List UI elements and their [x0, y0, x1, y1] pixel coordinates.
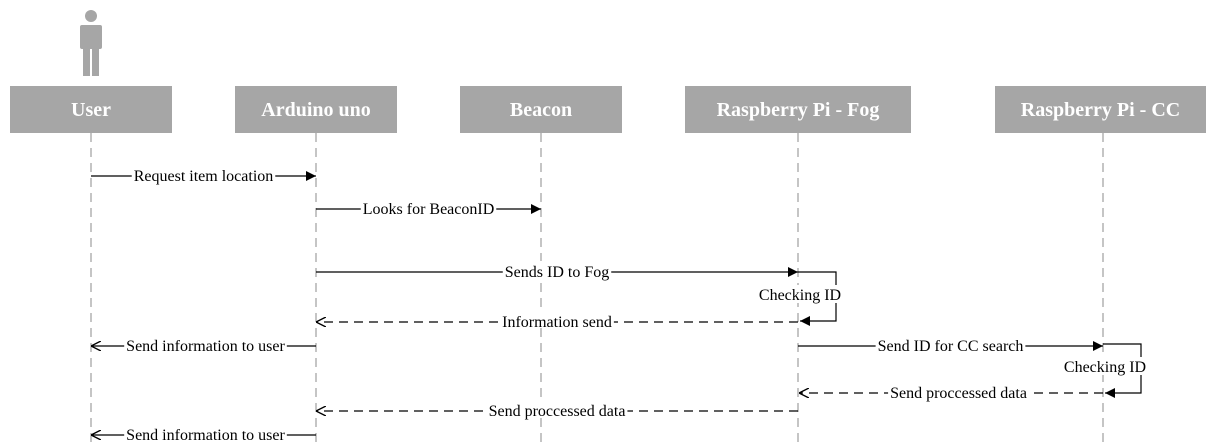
message-label: Send information to user — [126, 338, 285, 355]
label-background — [875, 335, 1026, 352]
label-background — [888, 382, 1029, 399]
message: Information send — [316, 311, 798, 331]
actor-label: Beacon — [510, 99, 572, 121]
message-label: Sends ID to Fog — [505, 264, 609, 281]
label-background — [1061, 357, 1149, 375]
message-label: Send information to user — [126, 427, 285, 444]
message: Send information to user — [91, 335, 316, 355]
actor-box — [460, 86, 622, 133]
message-label: Send proccessed data — [890, 385, 1027, 402]
actor-user: User — [10, 86, 172, 133]
self-message: Checking ID — [756, 271, 844, 326]
message-label: Request item location — [134, 168, 274, 185]
actor-box — [10, 86, 172, 133]
message: Send ID for CC search — [798, 335, 1103, 355]
label-background — [486, 400, 628, 417]
label-background — [124, 335, 287, 352]
actor-arduino: Arduino uno — [235, 86, 397, 133]
actor-label: Arduino uno — [261, 99, 371, 121]
message-label: Send proccessed data — [489, 403, 626, 420]
self-message-label: Checking ID — [759, 287, 841, 304]
self-message-label: Checking ID — [1064, 359, 1146, 376]
self-message: Checking ID — [1061, 343, 1149, 398]
message: Send proccessed data — [799, 382, 1103, 402]
message-label: Send ID for CC search — [878, 338, 1024, 355]
actor-box — [235, 86, 397, 133]
label-background — [131, 165, 276, 182]
actor-label: Raspberry Pi - Fog — [717, 99, 880, 121]
label-background — [502, 261, 612, 278]
actor-beacon: Beacon — [460, 86, 622, 133]
message: Request item location — [91, 165, 316, 185]
message: Send proccessed data — [316, 400, 798, 420]
label-background — [360, 198, 497, 215]
message-label: Information send — [502, 314, 612, 331]
actor-label: Raspberry Pi - CC — [1021, 99, 1180, 121]
actor-cc: Raspberry Pi - CC — [995, 86, 1206, 133]
actor-fog: Raspberry Pi - Fog — [685, 86, 911, 133]
message-label: Looks for BeaconID — [363, 201, 495, 218]
actor-box — [995, 86, 1206, 133]
actor-box — [685, 86, 911, 133]
message: Sends ID to Fog — [316, 261, 798, 281]
message: Looks for BeaconID — [316, 198, 541, 218]
message: Send information to user — [91, 424, 316, 444]
actor-label: User — [71, 99, 111, 121]
user-icon — [80, 10, 102, 76]
label-background — [124, 424, 287, 441]
label-background — [756, 285, 844, 303]
label-background — [500, 311, 614, 328]
